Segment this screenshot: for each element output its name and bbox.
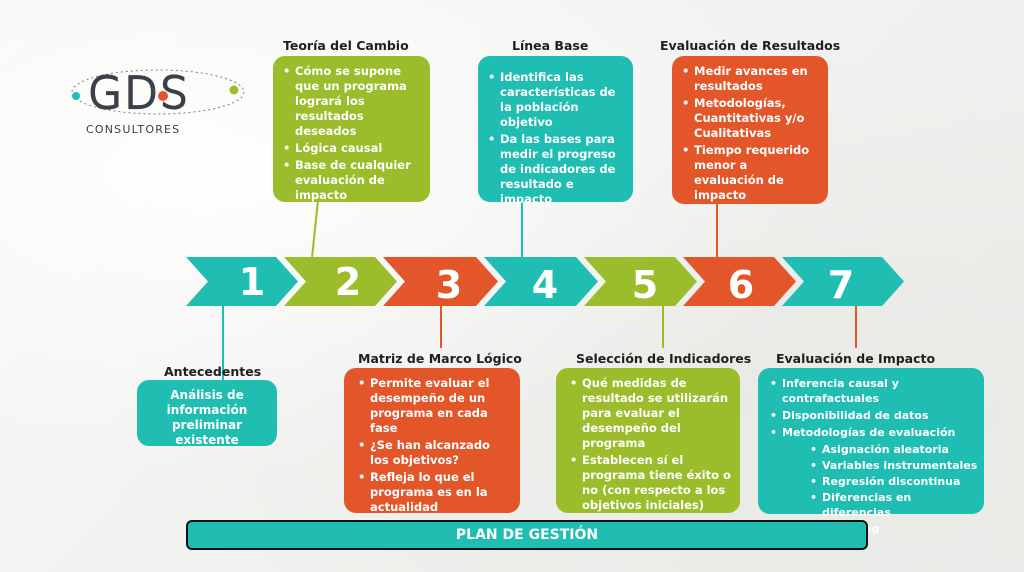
logo-sub-text: CONSULTORES xyxy=(86,123,180,136)
antecedentes-text: Análisis de información preliminar exist… xyxy=(166,388,248,447)
seleccion-title: Selección de Indicadores xyxy=(576,351,752,366)
teoria-item: Base de cualquier evaluación de impacto xyxy=(283,158,422,203)
logo-main-text: GDS xyxy=(88,68,190,119)
impacto-subitem: Diferencias en diferencias xyxy=(770,490,978,520)
connector-4 xyxy=(521,202,523,257)
step-7-arrow xyxy=(782,257,904,306)
step-2-arrow xyxy=(284,257,397,306)
impacto-item: Metodologías de evaluación xyxy=(770,425,978,440)
matriz-item: ¿Se han alcanzado los objetivos? xyxy=(358,438,512,468)
step-2-number: 2 xyxy=(335,260,361,304)
step-1-number: 1 xyxy=(239,260,265,304)
antecedentes-title: Antecedentes xyxy=(164,364,262,379)
resultados-box: Medir avances en resultados Metodologías… xyxy=(672,56,828,204)
connector-5 xyxy=(662,306,664,348)
resultados-title: Evaluación de Resultados xyxy=(660,38,841,53)
linea-base-item: Identifica las características de la pob… xyxy=(488,70,625,130)
connector-6 xyxy=(716,204,718,257)
plan-de-gestion-bar: PLAN DE GESTIÓN xyxy=(186,520,868,550)
step-4-number: 4 xyxy=(532,263,558,307)
step-6-number: 6 xyxy=(728,263,754,307)
resultados-item: Tiempo requerido menor a evaluación de i… xyxy=(682,143,820,203)
impacto-subitem: Variables instrumentales xyxy=(770,458,978,473)
linea-base-title: Línea Base xyxy=(512,38,589,53)
step-1-arrow xyxy=(186,257,298,306)
matriz-item: Permite evaluar el desempeño de un progr… xyxy=(358,376,512,436)
seleccion-item: Establecen sí el programa tiene éxito o … xyxy=(570,453,732,513)
gds-logo: GDS CONSULTORES xyxy=(71,67,245,136)
impacto-item: Disponibilidad de datos xyxy=(770,408,978,423)
seleccion-box: Qué medidas de resultado se utilizarán p… xyxy=(556,368,740,513)
step-3-number: 3 xyxy=(436,263,462,307)
step-5-number: 5 xyxy=(632,263,658,307)
matriz-item: Refleja lo que el programa es en la actu… xyxy=(358,470,512,515)
resultados-item: Medir avances en resultados xyxy=(682,64,820,94)
impacto-box: Inferencia causal y contrafactuales Disp… xyxy=(758,368,984,536)
matriz-title: Matriz de Marco Lógico xyxy=(358,351,522,366)
connector-1 xyxy=(222,306,224,380)
impacto-item: Inferencia causal y contrafactuales xyxy=(770,376,978,406)
step-4-arrow xyxy=(484,257,598,306)
connector-3 xyxy=(440,306,442,348)
antecedentes-box: Análisis de información preliminar exist… xyxy=(137,380,277,447)
teoria-item: Lógica causal xyxy=(283,141,422,156)
linea-base-box: Identifica las características de la pob… xyxy=(478,56,633,206)
teoria-item: Cómo se supone que un programa logrará l… xyxy=(283,64,422,139)
matriz-box: Permite evaluar el desempeño de un progr… xyxy=(344,368,520,515)
teoria-title: Teoría del Cambio xyxy=(283,38,409,53)
resultados-item: Metodologías, Cuantitativas y/o Cualitat… xyxy=(682,96,820,141)
teoria-box: Cómo se supone que un programa logrará l… xyxy=(273,56,430,202)
seleccion-item: Qué medidas de resultado se utilizarán p… xyxy=(570,376,732,451)
linea-base-item: Da las bases para medir el progreso de i… xyxy=(488,132,625,207)
impacto-subitem: Regresión discontinua xyxy=(770,474,978,489)
step-6-arrow xyxy=(683,257,796,306)
step-5-arrow xyxy=(584,257,697,306)
step-7-number: 7 xyxy=(828,263,854,307)
impacto-subitem: Asignación aleatoria xyxy=(770,442,978,457)
connector-7 xyxy=(855,306,857,348)
step-3-arrow xyxy=(383,257,498,306)
impacto-title: Evaluación de Impacto xyxy=(776,351,936,366)
